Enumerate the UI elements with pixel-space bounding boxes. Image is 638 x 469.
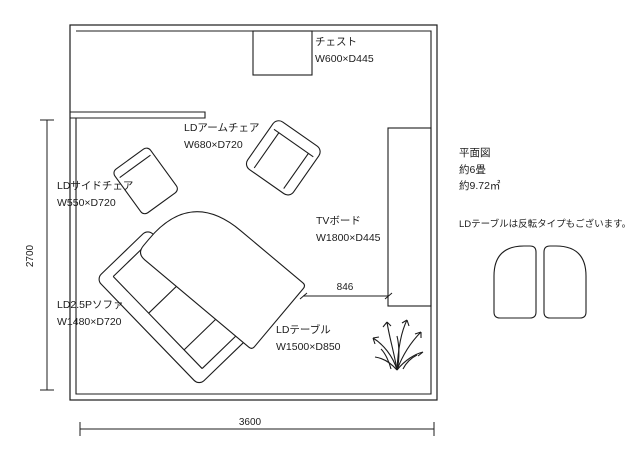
plant-leaf: [396, 331, 422, 371]
plant-leaf: [380, 348, 392, 370]
dimension-line-width: [79, 422, 435, 436]
plant-leaf: [374, 356, 398, 371]
side-chair-label: LDサイドチェア: [57, 180, 133, 192]
chest-size-label: W600×D445: [315, 53, 374, 65]
arm-chair-outline: [245, 120, 321, 196]
plan-area-label: 約9.72㎡: [459, 179, 501, 192]
plan-tatami-label: 約6畳: [459, 163, 486, 176]
houseplant-icon: [372, 319, 424, 371]
dimension-846-label: 846: [337, 282, 354, 293]
plant-leaf: [396, 351, 424, 371]
ld-table-outline: [139, 211, 306, 349]
dimension-height-label: 2700: [25, 244, 36, 267]
room-outer-wall: [69, 24, 438, 401]
arm-chair-backrest-line: [273, 128, 314, 158]
arm-chair-armrest-lines: [253, 132, 309, 189]
chest-label: チェスト: [315, 36, 357, 48]
ld-table-label: LDテーブル: [276, 323, 331, 336]
dimension-width-label: 3600: [239, 417, 262, 428]
sofa-backrest-line: [112, 276, 203, 369]
table-variant-right: [543, 245, 587, 319]
side-chair-outline: [113, 147, 178, 215]
side-chair: [113, 147, 178, 215]
arm-chair-label: LDアームチェア: [184, 122, 259, 134]
tv-board-label: TVボード: [316, 215, 361, 227]
plan-title: 平面図: [459, 147, 491, 159]
arm-chair: [245, 120, 321, 196]
tv-board: [387, 127, 432, 307]
table-variant-left: [493, 245, 537, 319]
ld-table: [139, 211, 306, 349]
dimension-line-846: [299, 292, 393, 300]
sofa-label: LD2.5Pソファ: [57, 299, 124, 311]
tv-board-size-label: W1800×D445: [316, 232, 381, 244]
plant-leaf: [382, 321, 398, 371]
plant-leaf: [402, 354, 418, 370]
sofa-size-label: W1480×D720: [57, 316, 122, 328]
side-chair-backrest-line: [119, 154, 151, 178]
ld-table-size-label: W1500×D850: [276, 341, 341, 353]
dimension-line-height: [40, 119, 54, 391]
side-chair-size-label: W550×D720: [57, 197, 116, 209]
arm-chair-size-label: W680×D720: [184, 139, 243, 151]
plant-leaf: [372, 336, 398, 371]
plant-leaf: [396, 335, 400, 371]
chest: [252, 30, 313, 76]
room-inner-wall: [75, 30, 432, 395]
partition-wall: [70, 111, 206, 119]
plant-leaf: [396, 319, 410, 371]
table-variant-note: LDテーブルは反転タイプもございます。: [459, 218, 631, 230]
